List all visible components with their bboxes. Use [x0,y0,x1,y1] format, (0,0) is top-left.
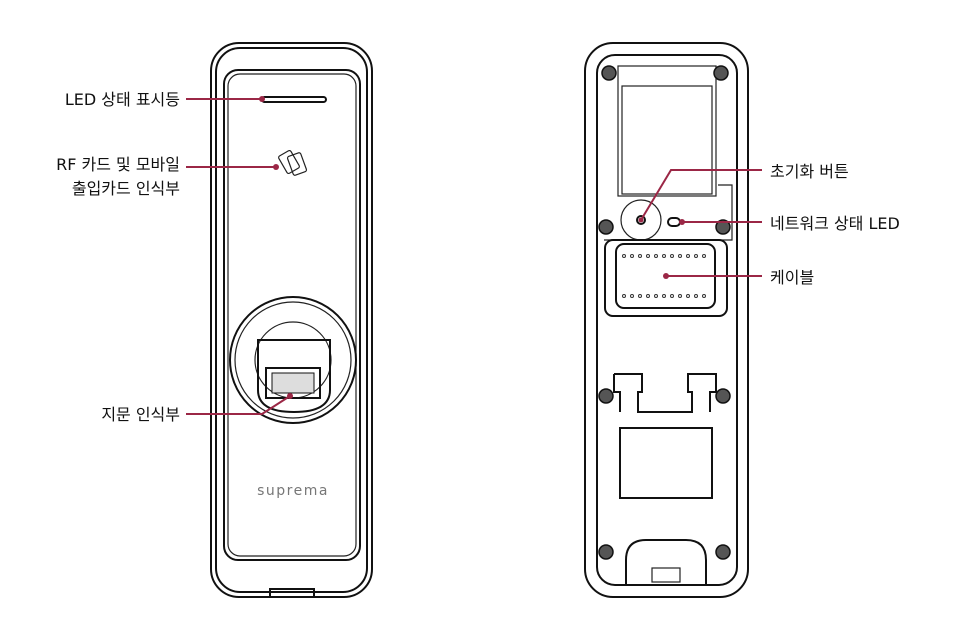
svg-text:케이블: 케이블 [770,268,814,287]
reset-button [636,215,646,225]
callout-reset: 초기화 버튼 [638,162,849,223]
callout-rf-reader: RF 카드 및 모바일 출입카드 인식부 [56,155,279,198]
svg-text:초기화 버튼: 초기화 버튼 [770,162,849,181]
svg-text:출입카드 인식부: 출입카드 인식부 [72,179,180,198]
callout-cable: 케이블 [663,268,814,287]
callout-network-led: 네트워크 상태 LED [679,214,900,233]
front-panel [223,69,361,561]
suprema-logo: suprema [257,483,329,499]
back-view [584,42,749,598]
svg-text:네트워크 상태 LED: 네트워크 상태 LED [770,214,900,233]
back-outer-body [584,42,749,598]
front-view: suprema [210,42,373,598]
network-led [667,217,681,227]
svg-text:LED 상태 표시등: LED 상태 표시등 [65,90,180,109]
svg-text:RF 카드 및 모바일: RF 카드 및 모바일 [56,155,180,174]
mounting-screws [598,65,731,560]
front-outer-body [210,42,373,598]
svg-text:지문 인식부: 지문 인식부 [101,405,180,424]
callout-fingerprint: 지문 인식부 [101,393,293,424]
fingerprint-sensor [229,296,357,424]
rf-card-icon [278,149,308,176]
callout-led: LED 상태 표시등 [65,90,265,109]
led-indicator [261,96,327,103]
